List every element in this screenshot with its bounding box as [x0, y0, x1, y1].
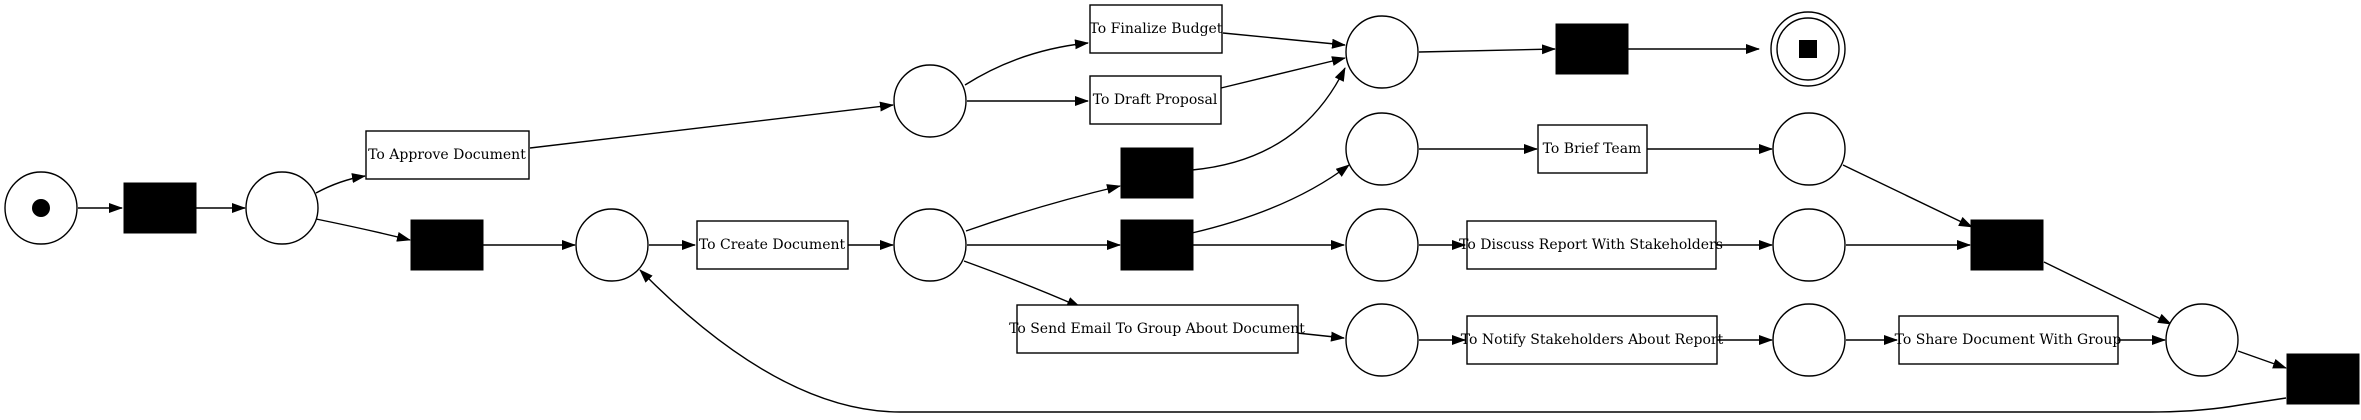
arc-p5-to-finalize [964, 39, 1089, 86]
arc-approve-to-p5 [529, 101, 894, 149]
transition-label: To Brief Team [1543, 141, 1642, 157]
arc-p8-to-tau-end [1418, 44, 1556, 55]
tau-transition-1 [123, 182, 197, 234]
transition-label: To Approve Document [368, 147, 526, 163]
tau-transition-5 [1970, 219, 2044, 271]
place-p10 [1772, 208, 1846, 282]
place-p8 [1345, 15, 1419, 89]
arc-p3-to-send-email [963, 260, 1081, 308]
tau-transition-6 [2286, 353, 2360, 405]
transition-label: To Discuss Report With Stakeholders [1459, 237, 1723, 253]
transition-label: To Notify Stakeholders About Report [1461, 332, 1724, 348]
transition-label: To Create Document [699, 237, 846, 253]
transition-label: To Draft Proposal [1093, 92, 1218, 108]
arc-p3-to-tau3 [965, 184, 1121, 232]
arc-tau6-loop-to-p2 [639, 269, 2287, 413]
arc-send-email-to-p11 [1296, 331, 1345, 342]
place-p6 [1345, 112, 1419, 186]
tau-transition-4 [1120, 219, 1194, 271]
place-p13 [2165, 303, 2239, 377]
transition-label: To Share Document With Group [1895, 332, 2122, 348]
place-p12 [1772, 303, 1846, 377]
arc-tau4-to-p6 [1191, 164, 1350, 234]
start-token [32, 199, 50, 217]
tau-transition-end [1555, 23, 1629, 75]
tau-transition-3 [1120, 147, 1194, 199]
transition-label: To Send Email To Group About Document [1009, 321, 1305, 337]
transition-brief-team: To Brief Team [1537, 124, 1648, 174]
transition-notify-stakeholders: To Notify Stakeholders About Report [1461, 315, 1724, 365]
final-token [1799, 40, 1817, 58]
transition-draft-proposal: To Draft Proposal [1089, 75, 1222, 125]
labeled-transitions: To Finalize Budget To Draft Proposal To … [365, 4, 2122, 365]
transition-label: To Finalize Budget [1090, 21, 1223, 37]
arc-p1-to-approve [315, 173, 366, 194]
arc-finalize-to-p8 [1222, 32, 1346, 49]
place-p5 [893, 64, 967, 138]
place-p2 [575, 208, 649, 282]
arcs [78, 32, 2287, 413]
transition-send-email: To Send Email To Group About Document [1009, 304, 1305, 354]
place-p9 [1772, 112, 1846, 186]
arc-p13-to-tau6 [2237, 350, 2287, 369]
arc-p1-to-tau2 [315, 218, 411, 242]
place-p7 [1345, 208, 1419, 282]
arc-tau5-to-p13 [2043, 261, 2172, 325]
tau-transition-2 [410, 219, 484, 271]
transition-discuss-report: To Discuss Report With Stakeholders [1459, 220, 1723, 270]
arc-draft-to-p8 [1220, 56, 1346, 89]
transition-approve-document: To Approve Document [365, 130, 530, 180]
silent-transitions [123, 23, 2360, 405]
place-p11 [1345, 303, 1419, 377]
arc-p9-to-tau5 [1842, 164, 1973, 228]
transition-finalize-budget: To Finalize Budget [1089, 4, 1223, 54]
places [4, 11, 2239, 377]
arc-tau3-to-p8 [1191, 67, 1346, 171]
place-p1 [245, 171, 319, 245]
place-p3 [893, 208, 967, 282]
transition-share-document: To Share Document With Group [1895, 315, 2122, 365]
transition-create-document: To Create Document [696, 220, 849, 270]
